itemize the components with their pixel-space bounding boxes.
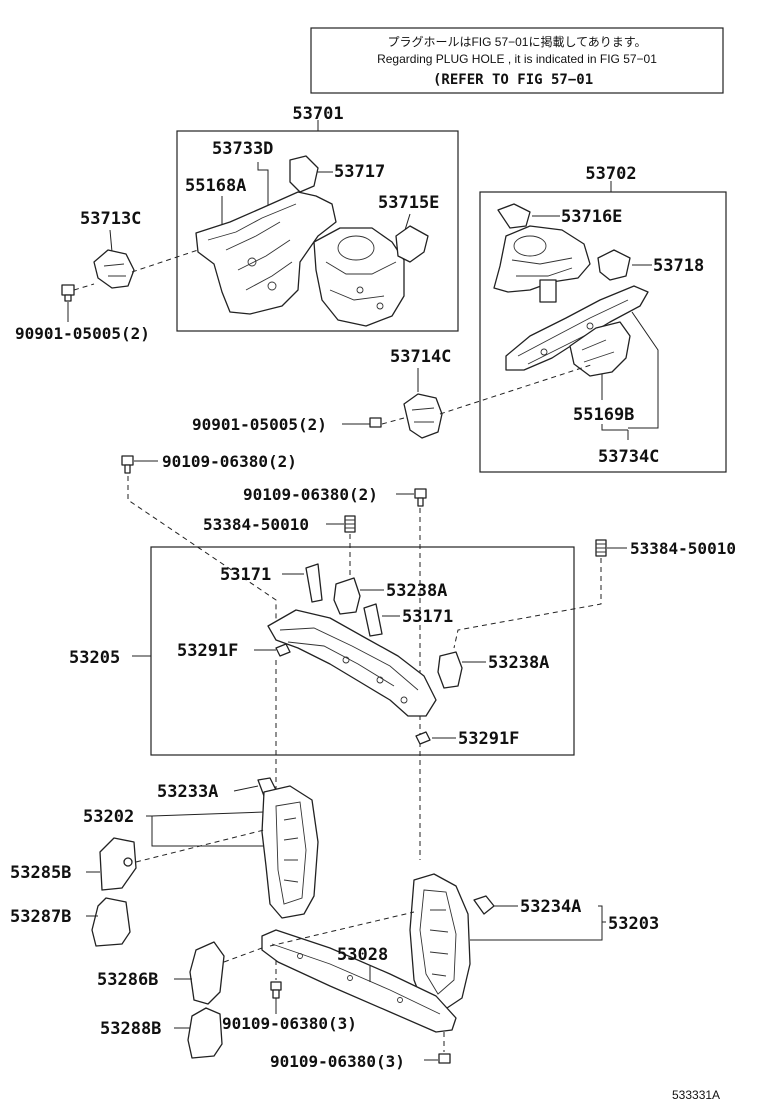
bracket-53238A-b	[437, 651, 463, 689]
label-53384-50010-a: 53384-50010	[203, 515, 309, 534]
label-53702: 53702	[585, 164, 636, 184]
label-53171-a: 53171	[220, 565, 271, 585]
label-53028: 53028	[337, 945, 388, 965]
label-53717: 53717	[334, 162, 385, 182]
label-53233A: 53233A	[157, 782, 218, 802]
label-53205: 53205	[69, 648, 120, 668]
side-support-53202	[261, 785, 319, 919]
crossmember-53028	[261, 929, 457, 1033]
label-53716E: 53716E	[561, 207, 622, 227]
label-53701: 53701	[292, 104, 343, 124]
bracket-53713C	[93, 249, 135, 289]
label-90109-06380-b: 90109-06380(2)	[243, 485, 378, 504]
label-90109-06380-d: 90109-06380(3)	[270, 1052, 405, 1071]
support-53205	[267, 609, 437, 717]
apron-assembly-left	[195, 155, 429, 327]
bracket-53238A-a	[333, 577, 361, 615]
label-53384-50010-b: 53384-50010	[630, 539, 736, 558]
label-53291F-a: 53291F	[177, 641, 238, 661]
label-53714C: 53714C	[390, 347, 451, 367]
bolt-90109-d	[438, 1053, 451, 1064]
label-53171-b: 53171	[402, 607, 453, 627]
label-90109-06380-c: 90109-06380(3)	[222, 1014, 357, 1033]
group-box-53702	[479, 191, 727, 473]
label-53734C: 53734C	[598, 447, 659, 467]
label-53291F-b: 53291F	[458, 729, 519, 749]
label-53203: 53203	[608, 914, 659, 934]
label-55168A: 55168A	[185, 176, 246, 196]
label-90901-05005-mid: 90901-05005(2)	[192, 415, 327, 434]
label-90109-06380-a: 90109-06380(2)	[162, 452, 297, 471]
label-53718: 53718	[653, 256, 704, 276]
clip-53291F-a	[275, 643, 291, 657]
notice-line-3: (REFER TO FIG 57−01	[433, 72, 593, 88]
label-53286B: 53286B	[97, 970, 158, 990]
notice-line-1: プラグホールはFIG 57−01に掲載してあります。	[387, 34, 646, 49]
group-box-53205	[150, 546, 575, 756]
notice-line-2: Regarding PLUG HOLE , it is indicated in…	[377, 52, 657, 66]
label-53713C: 53713C	[80, 209, 141, 229]
bolt-90901-top	[61, 284, 75, 302]
bolt-90109-b	[414, 488, 427, 507]
label-53715E: 53715E	[378, 193, 439, 213]
notice-box: プラグホールはFIG 57−01に掲載してあります。 Regarding PLU…	[310, 27, 724, 94]
label-53234A: 53234A	[520, 897, 581, 917]
clip-53234A	[473, 895, 495, 915]
label-53733D: 53733D	[212, 139, 273, 159]
label-53238A-b: 53238A	[488, 653, 549, 673]
figure-id: 533331A	[672, 1088, 720, 1102]
label-53288B: 53288B	[100, 1019, 161, 1039]
cover-53288B	[187, 1007, 223, 1059]
cover-53286B	[189, 941, 225, 1005]
bracket-53171-b	[363, 603, 383, 637]
label-55169B: 55169B	[573, 405, 634, 425]
bracket-53171-a	[305, 563, 323, 603]
notice-frame	[310, 27, 724, 94]
side-support-53203	[409, 873, 471, 1011]
clip-53291F-b	[415, 731, 431, 745]
label-53202: 53202	[83, 807, 134, 827]
label-53287B: 53287B	[10, 907, 71, 927]
cover-53287B	[91, 897, 131, 947]
label-53238A-a: 53238A	[386, 581, 447, 601]
bolt-90901-mid	[369, 417, 382, 428]
label-53285B: 53285B	[10, 863, 71, 883]
bolt-90109-c	[270, 981, 282, 999]
apron-assembly-right	[493, 203, 649, 377]
label-90901-05005-top: 90901-05005(2)	[15, 324, 150, 343]
bracket-53714C	[403, 393, 443, 439]
cover-53285B	[99, 837, 137, 891]
bolt-90109-a	[121, 455, 134, 474]
